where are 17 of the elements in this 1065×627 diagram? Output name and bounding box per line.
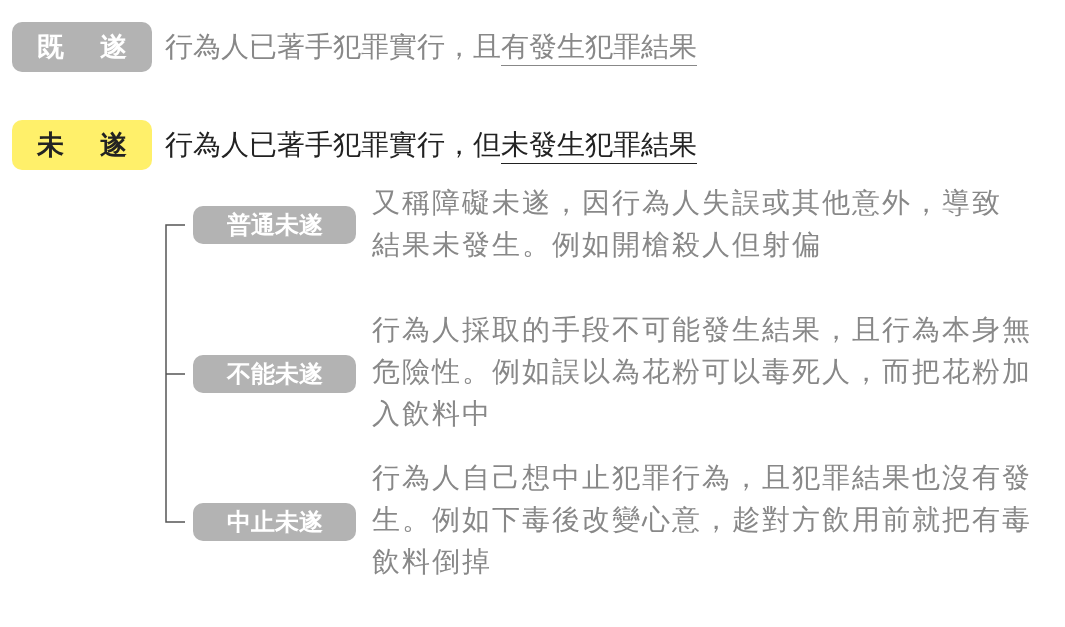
definition-text: 行為人已著手犯罪實行，且 xyxy=(165,29,501,65)
badge-label: 不能未遂 xyxy=(226,359,323,390)
badge-label: 未 遂 xyxy=(37,128,127,162)
category-badge xyxy=(193,503,356,541)
description-text: 又稱障礙未遂，因行為人失誤或其他意外，導致結果未發生。例如開槍殺人但射偏 xyxy=(372,185,1003,263)
badge-label: 既 遂 xyxy=(37,30,127,64)
category-badge xyxy=(193,206,356,244)
definition-text: 行為人已著手犯罪實行，但 xyxy=(165,127,501,163)
description-text: 行為人自己想中止犯罪行為，且犯罪結果也沒有發生。例如下毒後改變心意，趁對方飲用前就把有毒飲料倒掉 xyxy=(372,460,1033,580)
definition-text: 未發生犯罪結果 xyxy=(501,126,697,164)
category-badge xyxy=(12,120,152,170)
category-badge xyxy=(193,355,356,393)
definition-text: 有發生犯罪結果 xyxy=(501,28,697,66)
category-badge xyxy=(12,22,152,72)
badge-label: 中止未遂 xyxy=(226,507,323,538)
description-text: 行為人採取的手段不可能發生結果，且行為本身無危險性。例如誤以為花粉可以毒死人，而把花粉加入飲料中 xyxy=(372,312,1033,432)
badge-label: 普通未遂 xyxy=(226,210,323,241)
